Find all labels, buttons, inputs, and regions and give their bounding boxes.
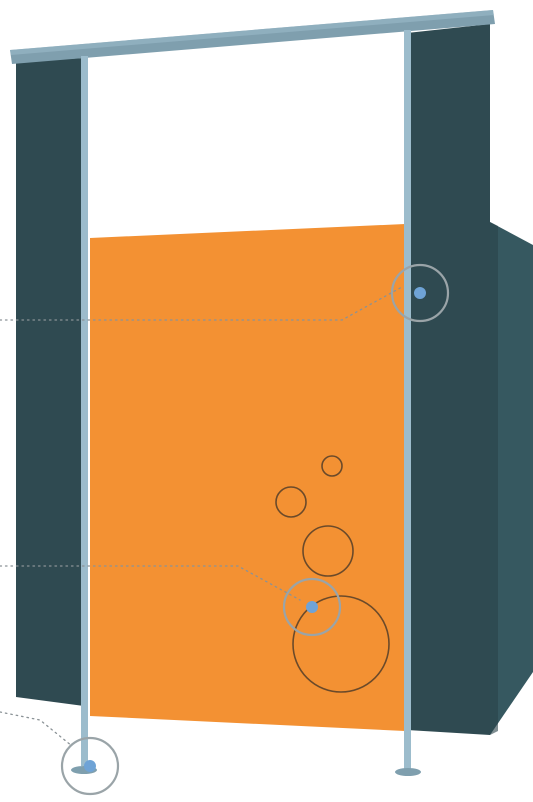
top-hinge-callout-dot bbox=[414, 287, 426, 299]
leader-line-top-hinge bbox=[0, 286, 403, 321]
right-pilaster-panel bbox=[407, 24, 490, 735]
top-hinge-callout bbox=[390, 263, 450, 323]
pedestal-foot-callout bbox=[60, 736, 120, 796]
leader-line-pedestal-foot bbox=[0, 711, 73, 747]
leader-line-door-lock bbox=[0, 565, 301, 601]
left-pilaster-panel bbox=[16, 58, 84, 706]
callout-leader-lines bbox=[0, 286, 403, 747]
door-bubbles bbox=[275, 455, 390, 693]
bubble-small bbox=[321, 455, 343, 477]
right-pedestal-foot bbox=[395, 768, 421, 776]
head-rail-highlight bbox=[10, 10, 494, 55]
pedestal-foot-callout-ring bbox=[60, 736, 120, 796]
left-upright-post bbox=[81, 56, 88, 766]
bubble-medium bbox=[275, 486, 307, 518]
right-upright-post bbox=[404, 30, 411, 770]
top-hinge-callout-ring bbox=[390, 263, 450, 323]
door-lock-callout-dot bbox=[306, 601, 318, 613]
bubble-xlarge bbox=[292, 595, 390, 693]
side-return-shadow bbox=[490, 222, 498, 735]
door-lock-callout-ring bbox=[282, 577, 342, 637]
side-return-panel bbox=[490, 222, 533, 735]
cubicle-door bbox=[90, 224, 405, 731]
door-lock-callout bbox=[282, 577, 342, 637]
bubble-large bbox=[302, 525, 354, 577]
pedestal-foot-callout-dot bbox=[84, 760, 96, 772]
